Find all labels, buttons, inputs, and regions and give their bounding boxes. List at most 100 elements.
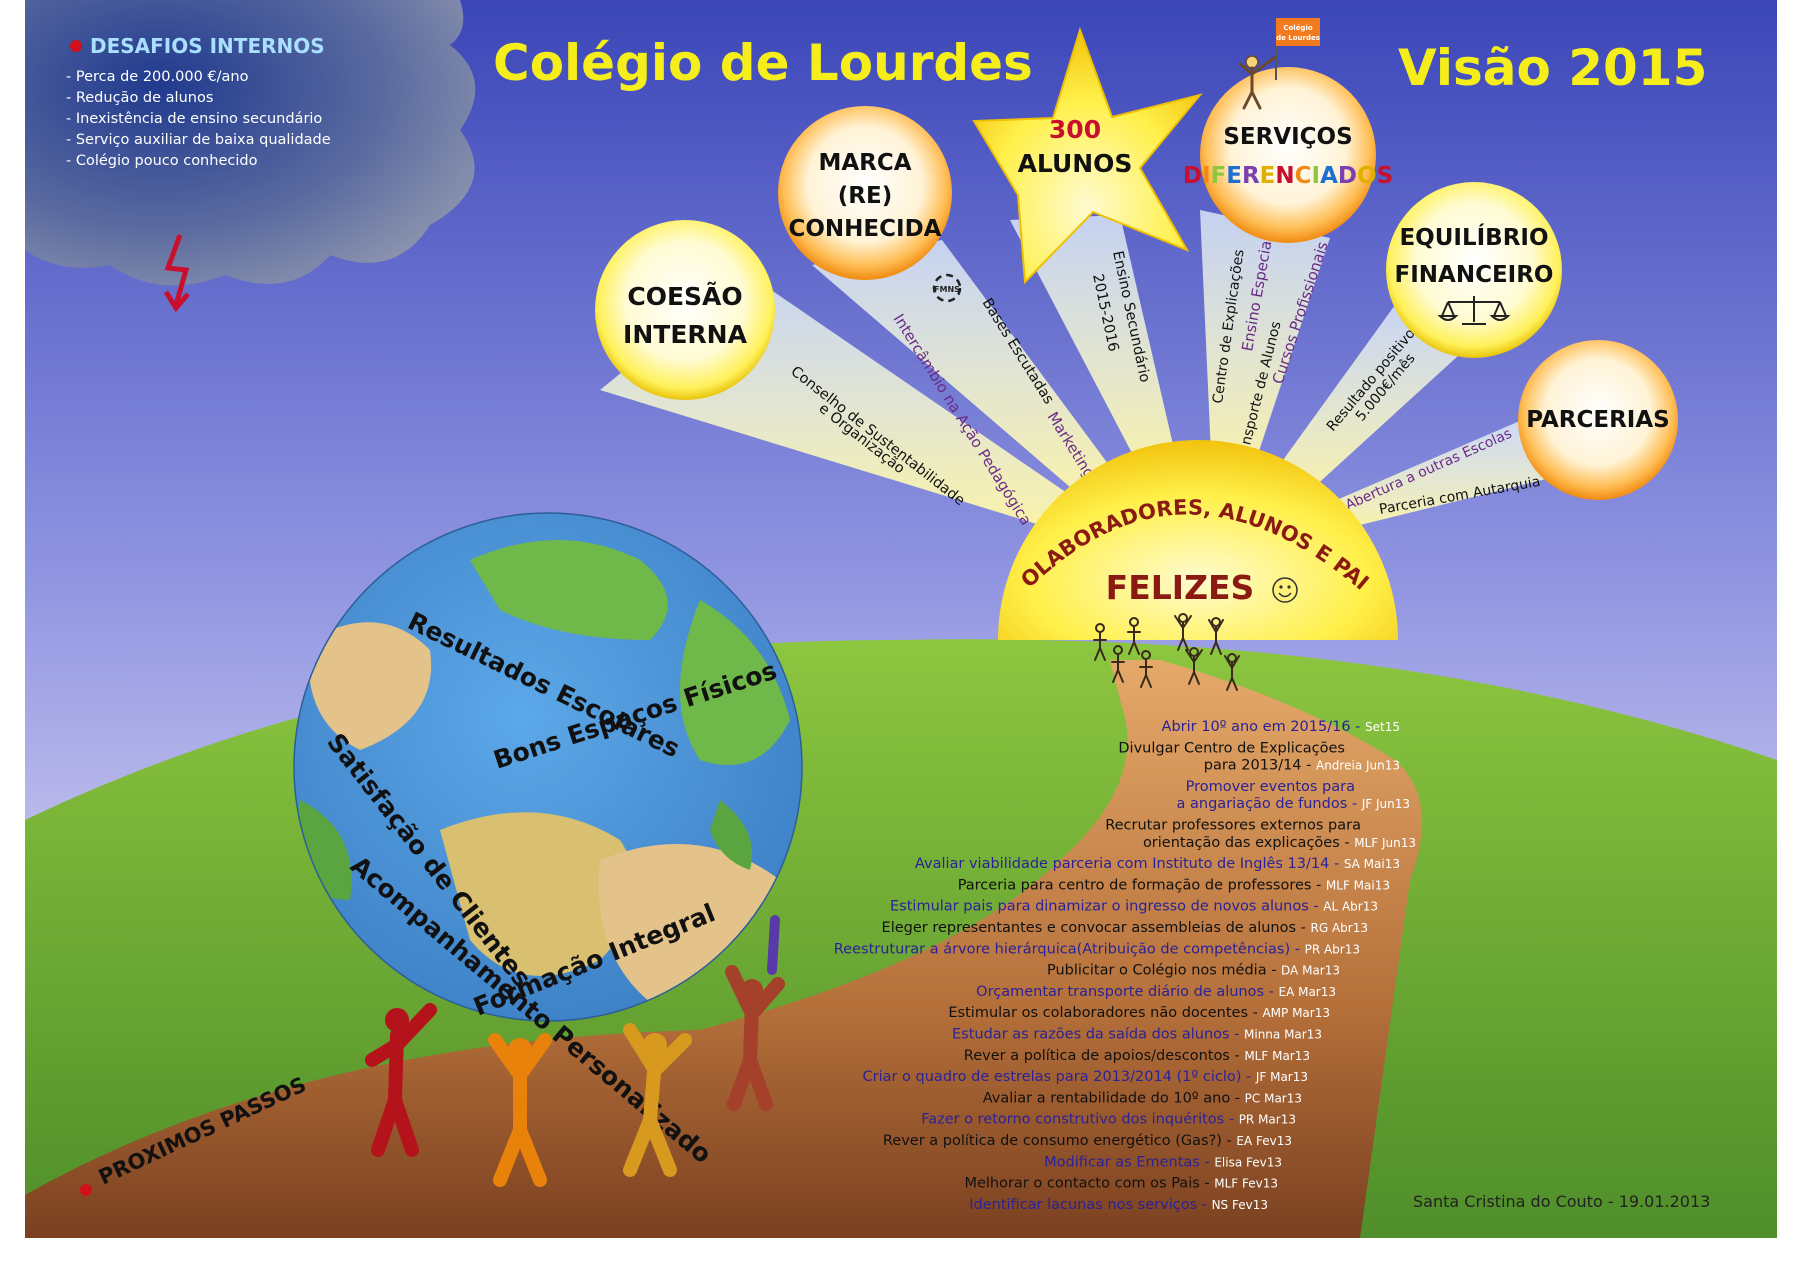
challenges-title: DESAFIOS INTERNOS bbox=[90, 34, 325, 58]
goal-label: ALUNOS bbox=[1018, 149, 1133, 178]
goal-label-colored: DIFERENCIADOS bbox=[1183, 163, 1393, 189]
happy-people-icon bbox=[1093, 613, 1240, 691]
action-tag: NS Fev13 bbox=[1212, 1198, 1268, 1212]
goal-coesao: COESÃO INTERNA bbox=[595, 220, 775, 400]
colored-letter: F bbox=[1211, 163, 1227, 189]
action-tag: Minna Mar13 bbox=[1244, 1028, 1322, 1042]
ray-equilibrio bbox=[1265, 305, 1470, 500]
smiley-icon bbox=[1272, 577, 1298, 603]
fmns-logo-icon: FMNS bbox=[932, 273, 962, 303]
goal-servicos: SERVIÇOS DIFERENCIADOS Colégio de Lourde… bbox=[1183, 18, 1393, 243]
goal-label: EQUILÍBRIO bbox=[1399, 223, 1548, 251]
bullet-icon bbox=[80, 1184, 92, 1196]
action-tag: Andreia Jun13 bbox=[1316, 759, 1400, 773]
people-holding-globe-icon bbox=[365, 915, 785, 1187]
action-item: Estimular pais para dinamizar o ingresso… bbox=[890, 899, 1378, 915]
globe bbox=[293, 512, 803, 1022]
goal-label: FINANCEIRO bbox=[1395, 262, 1554, 288]
challenge-item: - Redução de alunos bbox=[66, 90, 213, 106]
sun-felizes: FELIZES bbox=[1106, 568, 1255, 607]
challenge-item: - Perca de 200.000 €/ano bbox=[66, 69, 249, 85]
goal-label: INTERNA bbox=[623, 320, 748, 349]
action-item: Orçamentar transporte diário de alunos -… bbox=[976, 984, 1336, 1000]
action-tag: JF Jun13 bbox=[1361, 797, 1410, 811]
action-tag: PC Mar13 bbox=[1245, 1091, 1302, 1105]
colored-letter: N bbox=[1275, 163, 1294, 189]
action-item: Divulgar Centro de Explicações bbox=[1118, 740, 1345, 756]
goal-label: PARCERIAS bbox=[1526, 407, 1669, 433]
goal-marca: MARCA (RE) CONHECIDA FMNS bbox=[778, 106, 962, 303]
title-vision: Visão 2015 bbox=[1398, 39, 1707, 97]
action-tag: PR Abr13 bbox=[1305, 942, 1360, 956]
action-tag: MLF Mai13 bbox=[1326, 878, 1390, 892]
goal-label: CONHECIDA bbox=[789, 216, 942, 242]
sun bbox=[998, 440, 1398, 640]
road-path bbox=[25, 660, 1422, 1238]
ray-marca bbox=[812, 240, 1120, 500]
action-item: Rever a política de apoios/descontos - M… bbox=[964, 1048, 1310, 1064]
storm-cloud bbox=[25, 0, 476, 286]
svg-text:Colégio: Colégio bbox=[1283, 24, 1313, 32]
action-item: Reestruturar a árvore hierárquica(Atribu… bbox=[834, 941, 1360, 957]
action-item: a angariação de fundos - JF Jun13 bbox=[1177, 796, 1410, 812]
action-tag: AL Abr13 bbox=[1323, 900, 1378, 914]
goal-label: MARCA bbox=[818, 150, 911, 176]
action-item: Rever a política de consumo energético (… bbox=[883, 1133, 1292, 1149]
action-tag: MLF Fev13 bbox=[1214, 1177, 1278, 1191]
action-item: Parceria para centro de formação de prof… bbox=[958, 877, 1390, 893]
colored-letter: I bbox=[1202, 163, 1211, 189]
action-item: Recrutar professores externos para bbox=[1105, 818, 1361, 834]
action-item: Identificar lacunas nos serviços - NS Fe… bbox=[969, 1197, 1268, 1213]
action-tag: EA Mar13 bbox=[1278, 985, 1336, 999]
colored-letter: R bbox=[1242, 163, 1260, 189]
action-item: Eleger representantes e convocar assembl… bbox=[882, 920, 1368, 936]
action-tag: AMP Mar13 bbox=[1262, 1006, 1330, 1020]
ray-servicos bbox=[1200, 210, 1330, 478]
colored-letter: E bbox=[1226, 163, 1242, 189]
action-tag: MLF Mar13 bbox=[1244, 1049, 1310, 1063]
action-tag: Elisa Fev13 bbox=[1214, 1155, 1282, 1169]
action-tag: Set15 bbox=[1365, 720, 1400, 734]
colored-letter: I bbox=[1312, 163, 1321, 189]
action-list: Abrir 10º ano em 2015/16 - Set15Divulgar… bbox=[834, 719, 1416, 1213]
lightning-icon bbox=[163, 234, 190, 313]
goal-alunos: 300 ALUNOS bbox=[972, 26, 1203, 285]
action-item: Modificar as Ementas - Elisa Fev13 bbox=[1044, 1154, 1282, 1170]
bullet-icon bbox=[70, 40, 82, 52]
colored-letter: O bbox=[1357, 163, 1377, 189]
goal-label: (RE) bbox=[838, 183, 892, 209]
goal-label: COESÃO bbox=[627, 282, 742, 311]
ray-parcerias bbox=[1325, 420, 1550, 530]
action-item: Melhorar o contacto com os Pais - MLF Fe… bbox=[964, 1176, 1278, 1192]
action-item: Publicitar o Colégio nos média - DA Mar1… bbox=[1047, 963, 1340, 979]
action-item: orientação das explicações - MLF Jun13 bbox=[1143, 835, 1416, 851]
colored-letter: S bbox=[1377, 163, 1394, 189]
action-item: Estudar as razões da saída dos alunos - … bbox=[952, 1027, 1322, 1043]
action-item: Criar o quadro de estrelas para 2013/201… bbox=[862, 1069, 1308, 1085]
action-tag: PR Mar13 bbox=[1239, 1113, 1296, 1127]
action-item: Avaliar viabilidade parceria com Institu… bbox=[915, 856, 1400, 872]
flag-person-icon: Colégio de Lourdes bbox=[1238, 18, 1320, 110]
ray-alunos bbox=[1010, 215, 1180, 478]
goal-label: 300 bbox=[1049, 115, 1101, 144]
action-item: Avaliar a rentabilidade do 10º ano - PC … bbox=[983, 1090, 1302, 1106]
action-tag: EA Fev13 bbox=[1236, 1134, 1292, 1148]
action-tag: JF Mar13 bbox=[1255, 1070, 1308, 1084]
action-item: Fazer o retorno construtivo dos inquérit… bbox=[921, 1112, 1296, 1128]
svg-text:FMNS: FMNS bbox=[934, 285, 960, 294]
goal-parcerias: PARCERIAS bbox=[1518, 340, 1678, 500]
goal-label: SERVIÇOS bbox=[1223, 124, 1352, 150]
action-tag: RG Abr13 bbox=[1311, 921, 1368, 935]
challenge-item: - Serviço auxiliar de baixa qualidade bbox=[66, 132, 331, 148]
action-tag: DA Mar13 bbox=[1281, 964, 1340, 978]
balance-scale-icon bbox=[1437, 296, 1511, 325]
challenge-item: - Inexistência de ensino secundário bbox=[66, 111, 322, 127]
goal-equilibrio: EQUILÍBRIO FINANCEIRO bbox=[1386, 182, 1562, 358]
title-school: Colégio de Lourdes bbox=[493, 34, 1033, 92]
action-tag: SA Mai13 bbox=[1344, 857, 1400, 871]
colored-letter: A bbox=[1320, 163, 1338, 189]
colored-letter: D bbox=[1338, 163, 1357, 189]
svg-text:de Lourdes: de Lourdes bbox=[1276, 34, 1320, 42]
colored-letter: D bbox=[1183, 163, 1202, 189]
